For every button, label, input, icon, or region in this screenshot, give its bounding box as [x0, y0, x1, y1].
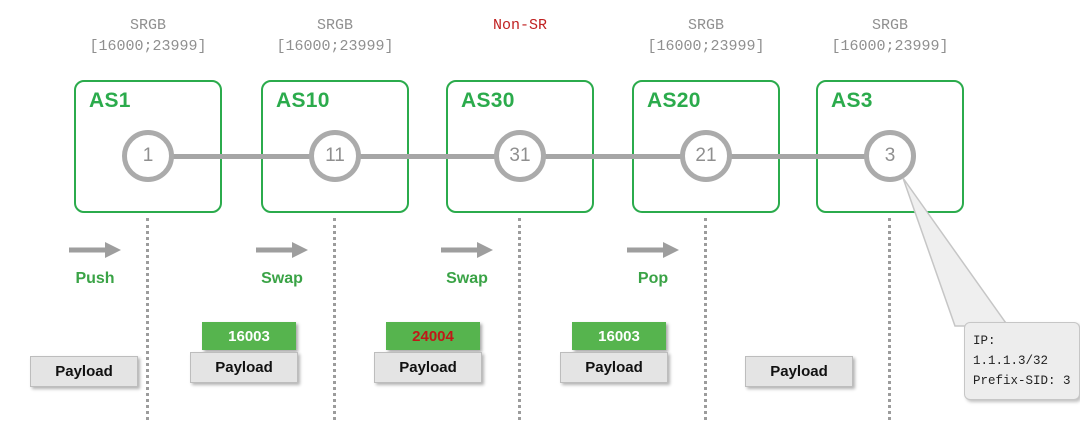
label-stack-as1: Payload	[30, 322, 142, 387]
label-stack-as20: 16003 Payload	[560, 322, 672, 383]
mpls-label: 16003	[202, 322, 296, 350]
callout-ip: IP: 1.1.1.3/32	[973, 334, 1049, 368]
arrow-right-icon	[69, 242, 121, 258]
as-name: AS10	[276, 89, 330, 112]
as-box-as1: AS1	[74, 80, 222, 213]
op-label: Swap	[446, 270, 488, 287]
mpls-label: 24004	[386, 322, 480, 350]
node-id: 3	[884, 145, 896, 166]
dotted-line	[146, 218, 149, 420]
router-node-11: 11	[309, 130, 361, 182]
srgb-range: [16000;23999]	[89, 38, 207, 55]
srgb-range: [16000;23999]	[647, 38, 765, 55]
op-label: Swap	[261, 270, 303, 287]
payload-box: Payload	[374, 352, 482, 383]
as-name: AS3	[831, 89, 873, 112]
label-stack-as30: 24004 Payload	[374, 322, 486, 383]
operation-swap-2: Swap	[430, 242, 504, 288]
dotted-line	[888, 218, 891, 420]
non-sr-label: Non-SR	[435, 15, 605, 36]
router-node-3: 3	[864, 130, 916, 182]
mpls-label: 16003	[572, 322, 666, 350]
arrow-right-icon	[627, 242, 679, 258]
op-label: Push	[75, 270, 115, 287]
srgb-name: SRGB	[316, 17, 353, 34]
arrow-right-icon	[256, 242, 308, 258]
operation-pop: Pop	[616, 242, 690, 288]
dotted-line	[333, 218, 336, 420]
dotted-line	[518, 218, 521, 420]
srgb-name: SRGB	[687, 17, 724, 34]
arrow-right-icon	[441, 242, 493, 258]
srgb-label-as1: SRGB [16000;23999]	[63, 15, 233, 57]
label-stack-as10: 16003 Payload	[190, 322, 302, 383]
srgb-range: [16000;23999]	[831, 38, 949, 55]
srgb-label-as10: SRGB [16000;23999]	[250, 15, 420, 57]
as-box-as10: AS10	[261, 80, 409, 213]
srgb-label-as20: SRGB [16000;23999]	[621, 15, 791, 57]
callout-prefix-sid: Prefix-SID: 3	[973, 374, 1071, 388]
payload-box: Payload	[190, 352, 298, 383]
operation-push: Push	[58, 242, 132, 288]
node-id: 1	[142, 145, 154, 166]
callout-bubble: IP: 1.1.1.3/32 Prefix-SID: 3	[964, 322, 1080, 400]
payload-box: Payload	[30, 356, 138, 387]
srgb-range: [16000;23999]	[276, 38, 394, 55]
router-node-1: 1	[122, 130, 174, 182]
srgb-label-as3: SRGB [16000;23999]	[805, 15, 975, 57]
srgb-name: Non-SR	[492, 17, 547, 34]
dotted-line	[704, 218, 707, 420]
node-id: 21	[695, 145, 717, 166]
node-id: 11	[325, 145, 345, 166]
node-id: 31	[509, 145, 531, 166]
as-name: AS30	[461, 89, 515, 112]
operation-swap-1: Swap	[245, 242, 319, 288]
payload-box: Payload	[745, 356, 853, 387]
op-label: Pop	[637, 270, 669, 287]
as-name: AS20	[647, 89, 701, 112]
srgb-name: SRGB	[871, 17, 908, 34]
payload-box: Payload	[560, 352, 668, 383]
label-stack-as3: Payload	[745, 322, 857, 387]
router-node-21: 21	[680, 130, 732, 182]
as-name: AS1	[89, 89, 131, 112]
router-node-31: 31	[494, 130, 546, 182]
srgb-name: SRGB	[129, 17, 166, 34]
